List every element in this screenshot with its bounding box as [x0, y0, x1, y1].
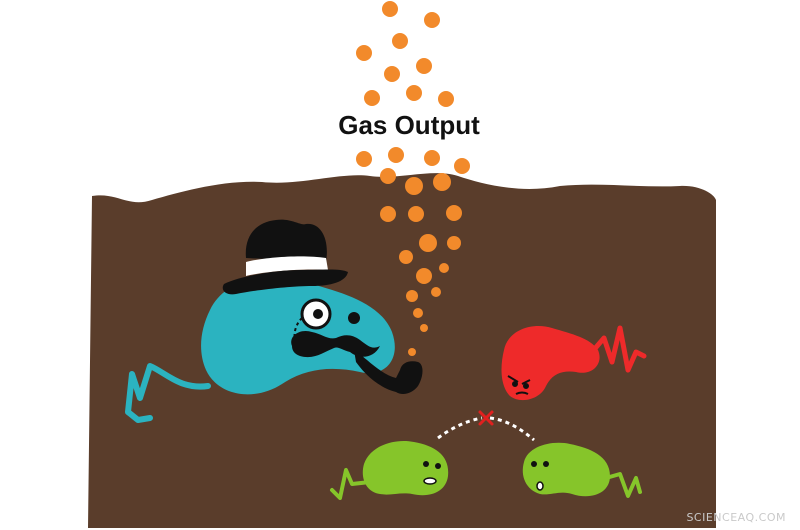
gas-bubble-icon: [433, 173, 451, 191]
gas-bubble-icon: [431, 287, 441, 297]
gas-bubble-icon: [447, 236, 461, 250]
angry-microbe: [501, 325, 647, 401]
main-microbe: [125, 219, 423, 423]
watermark: SCIENCEAQ.COM: [686, 511, 786, 524]
gas-bubbles: [356, 1, 470, 356]
gas-bubble-icon: [416, 58, 432, 74]
soil-layer: [88, 173, 716, 529]
gas-bubble-icon: [399, 250, 413, 264]
gas-bubble-icon: [388, 147, 404, 163]
gas-bubble-icon: [454, 158, 470, 174]
gas-bubble-icon: [408, 348, 416, 356]
angry-microbe-tail: [589, 325, 647, 373]
gas-bubble-icon: [382, 1, 398, 17]
angry-face: [507, 375, 531, 395]
interaction-lines: [437, 410, 535, 442]
gas-bubble-icon: [419, 234, 437, 252]
gas-bubble-icon: [406, 290, 418, 302]
gas-bubble-icon: [405, 177, 423, 195]
gas-bubble-icon: [413, 308, 423, 318]
top-hat-icon: [222, 219, 348, 295]
gas-bubble-icon: [416, 268, 432, 284]
gas-bubble-icon: [384, 66, 400, 82]
gas-bubble-icon: [380, 168, 396, 184]
green-microbe-left: [330, 440, 449, 500]
gas-bubble-icon: [356, 45, 372, 61]
monocle-icon: [293, 298, 360, 351]
gas-output-label: Gas Output: [338, 110, 480, 140]
gas-bubble-icon: [356, 151, 372, 167]
gas-bubble-icon: [406, 85, 422, 101]
main-microbe-tail: [125, 363, 211, 423]
gas-bubble-icon: [420, 324, 428, 332]
gas-bubble-icon: [380, 206, 396, 222]
gas-bubble-icon: [424, 150, 440, 166]
gas-bubble-icon: [408, 206, 424, 222]
gas-bubble-icon: [438, 91, 454, 107]
gas-bubble-icon: [446, 205, 462, 221]
mustache-icon: [291, 330, 380, 358]
gas-bubble-icon: [364, 90, 380, 106]
pipe-icon: [354, 350, 423, 394]
green-microbe-right: [522, 442, 642, 498]
gas-bubble-icon: [439, 263, 449, 273]
gas-bubble-icon: [424, 12, 440, 28]
x-mark-icon: [478, 410, 494, 426]
gas-bubble-icon: [392, 33, 408, 49]
